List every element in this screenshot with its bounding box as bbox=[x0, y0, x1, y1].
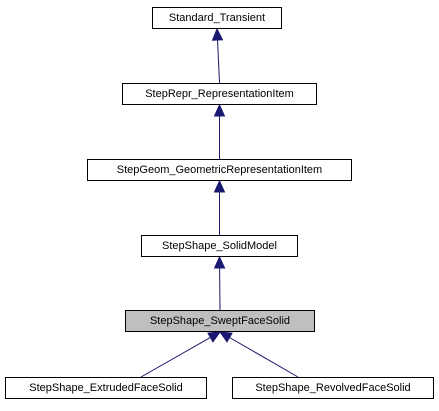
edge-arrowhead-stepgeomgeometricrepresentationitem-to-stepreprrepresentationitem bbox=[213, 103, 226, 117]
node-stepshapeextrudedfacesolid[interactable]: StepShape_ExtrudedFaceSolid bbox=[5, 377, 207, 399]
node-stepgeomgeometricrepresentationitem[interactable]: StepGeom_GeometricRepresentationItem bbox=[87, 159, 352, 181]
edge-line-stepreprrepresentationitem-to-standard-transient bbox=[217, 39, 220, 84]
node-stepshapesweptfacesolid: StepShape_SweptFaceSolid bbox=[125, 310, 315, 332]
node-stepshaperevolvedfacesolid[interactable]: StepShape_RevolvedFaceSolid bbox=[232, 377, 434, 399]
edge-line-stepshapeextrudedfacesolid-to-stepshapesweptfacesolid bbox=[140, 337, 211, 378]
edge-arrowhead-stepshaperevolvedfacesolid-to-stepshapesweptfacesolid bbox=[218, 331, 233, 343]
edge-arrowhead-stepshapesweptfacesolid-to-stepshapesolidmodel bbox=[213, 255, 226, 269]
node-stepreprrepresentationitem[interactable]: StepRepr_RepresentationItem bbox=[122, 83, 317, 105]
edge-line-stepshaperevolvedfacesolid-to-stepshapesweptfacesolid bbox=[229, 337, 299, 378]
edge-arrowhead-stepshapesolidmodel-to-stepgeomgeometricrepresentationitem bbox=[213, 179, 226, 193]
node-stepshapesolidmodel[interactable]: StepShape_SolidModel bbox=[141, 235, 298, 257]
node-standard-transient[interactable]: Standard_Transient bbox=[152, 7, 282, 29]
edge-arrowhead-stepshapeextrudedfacesolid-to-stepshapesweptfacesolid bbox=[207, 331, 222, 343]
edge-arrowhead-stepreprrepresentationitem-to-standard-transient bbox=[211, 27, 224, 41]
